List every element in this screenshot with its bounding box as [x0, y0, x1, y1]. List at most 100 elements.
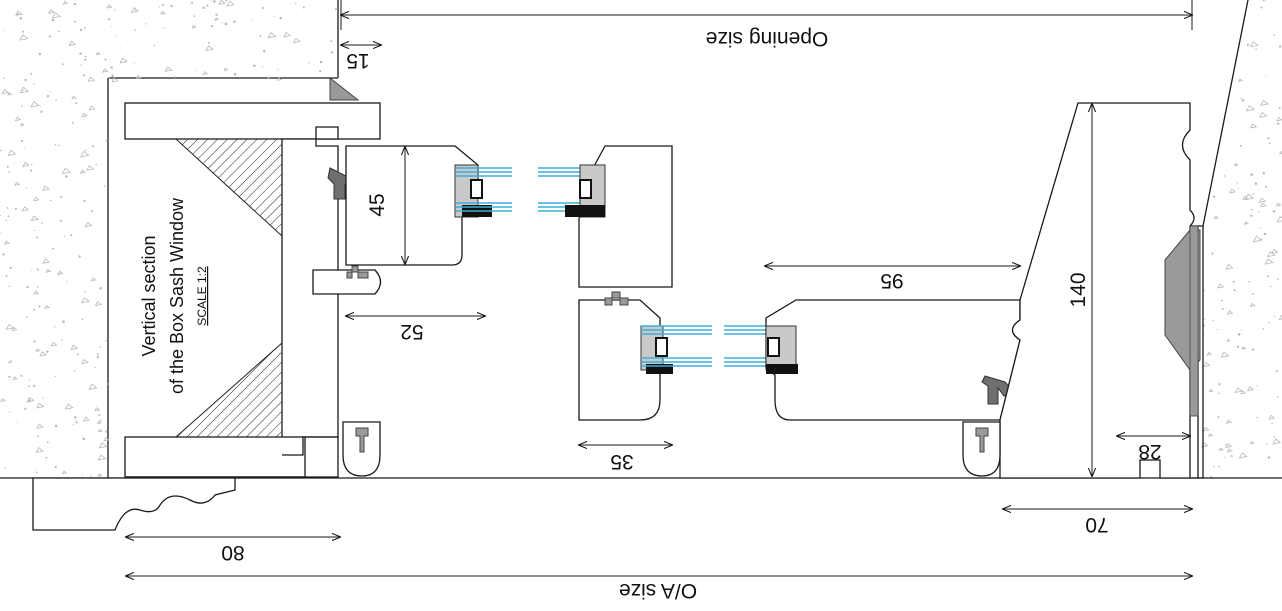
stone-dot — [1252, 293, 1254, 295]
stone-dot — [1230, 455, 1233, 458]
stone-fleck — [47, 9, 55, 14]
stone-dot — [1221, 307, 1224, 310]
stone-fleck — [30, 215, 40, 222]
stone-dot — [1212, 195, 1216, 198]
scale-label: SCALE 1:2 — [195, 266, 209, 326]
stone-fleck — [1206, 351, 1213, 356]
stone-dot — [1266, 443, 1268, 445]
stone-dot — [83, 26, 86, 29]
stone-dot — [35, 471, 38, 474]
stone-dot — [6, 207, 9, 209]
bead-clip — [346, 265, 369, 279]
stone-fleck — [205, 45, 214, 52]
stone-fleck — [51, 12, 61, 19]
stone-dot — [14, 162, 16, 164]
stone-dot — [40, 110, 43, 113]
stone-dot — [1250, 214, 1253, 217]
stone-dot — [46, 350, 49, 353]
stone-fleck — [283, 31, 292, 38]
dimension-lines — [126, 0, 1192, 576]
stone-dot — [262, 49, 266, 53]
dim-70-label: 70 — [1085, 513, 1108, 536]
masonry-right — [1197, 0, 1282, 478]
stone-fleck — [5, 323, 15, 330]
stone-fleck — [1202, 426, 1210, 432]
stone-dot — [1268, 321, 1270, 324]
stone-fleck — [94, 301, 103, 307]
stone-dot — [1265, 74, 1267, 77]
stone-dot — [1236, 345, 1240, 348]
stone-dot — [1265, 103, 1267, 105]
stone-dot — [1238, 187, 1240, 189]
stone-dot — [1262, 172, 1265, 175]
stone-fleck — [41, 185, 50, 191]
dim-28-label: 28 — [1138, 440, 1161, 463]
stone-dot — [72, 424, 74, 426]
stone-dot — [39, 106, 41, 108]
stone-dot — [1267, 137, 1270, 140]
stone-dot — [54, 424, 58, 428]
stone-dot — [8, 379, 10, 381]
stone-dot — [0, 214, 1, 217]
stone-fleck — [111, 77, 119, 83]
stone-dot — [80, 64, 82, 66]
stone-fleck — [214, 17, 220, 21]
stone-dot — [30, 163, 33, 166]
stone-dot — [111, 25, 113, 28]
stone-dot — [108, 18, 111, 21]
stone-dot — [97, 353, 100, 356]
stone-fleck — [1246, 386, 1255, 392]
stone-dot — [1227, 339, 1230, 342]
stone-dot — [1255, 48, 1257, 50]
stone-dot — [8, 285, 10, 287]
stone-dot — [1246, 43, 1250, 46]
stone-dot — [308, 62, 310, 64]
stone-fleck — [1213, 215, 1219, 220]
stone-fleck — [1220, 351, 1230, 358]
sealant-top — [329, 76, 360, 101]
stone-fleck — [1249, 440, 1256, 445]
stone-dot — [7, 215, 10, 218]
stone-dot — [42, 397, 44, 399]
stone-dot — [49, 91, 51, 93]
stone-fleck — [1225, 419, 1233, 424]
stone-dot — [4, 466, 6, 469]
stone-dot — [1220, 299, 1223, 302]
stone-dot — [65, 175, 68, 178]
stone-dot — [8, 375, 11, 379]
stone-dot — [1237, 333, 1241, 336]
stone-dot — [108, 77, 110, 79]
stone-fleck — [45, 268, 52, 273]
stone-dot — [20, 105, 23, 107]
stone-fleck — [96, 420, 103, 425]
stone-fleck — [22, 161, 30, 167]
overall-size-label: O/A size — [619, 579, 697, 602]
stone-fleck — [1258, 197, 1267, 203]
stone-dot — [1218, 382, 1221, 386]
stone-dot — [3, 30, 6, 32]
stone-dot — [83, 199, 86, 203]
stone-fleck — [70, 344, 79, 351]
stone-fleck — [106, 4, 113, 9]
stone-dot — [1236, 182, 1239, 184]
stone-dot — [59, 219, 62, 222]
stone-dot — [24, 147, 26, 149]
stone-dot — [33, 384, 36, 388]
stone-fleck — [64, 403, 74, 410]
stone-dot — [103, 185, 106, 187]
stone-dot — [90, 475, 92, 477]
stone-dot — [134, 8, 137, 11]
stone-fleck — [119, 57, 128, 64]
dim-35-label: 35 — [610, 450, 633, 473]
stone-dot — [1260, 6, 1263, 9]
stone-fleck — [160, 10, 166, 15]
stone-dot — [1216, 328, 1219, 331]
stone-dot — [24, 78, 27, 82]
stone-dot — [62, 320, 65, 323]
stone-dot — [81, 474, 83, 476]
stone-dot — [1271, 422, 1273, 425]
stone-dot — [41, 222, 43, 224]
stone-fleck — [1249, 41, 1259, 48]
stone-fleck — [103, 436, 110, 442]
stone-fleck — [50, 341, 58, 347]
